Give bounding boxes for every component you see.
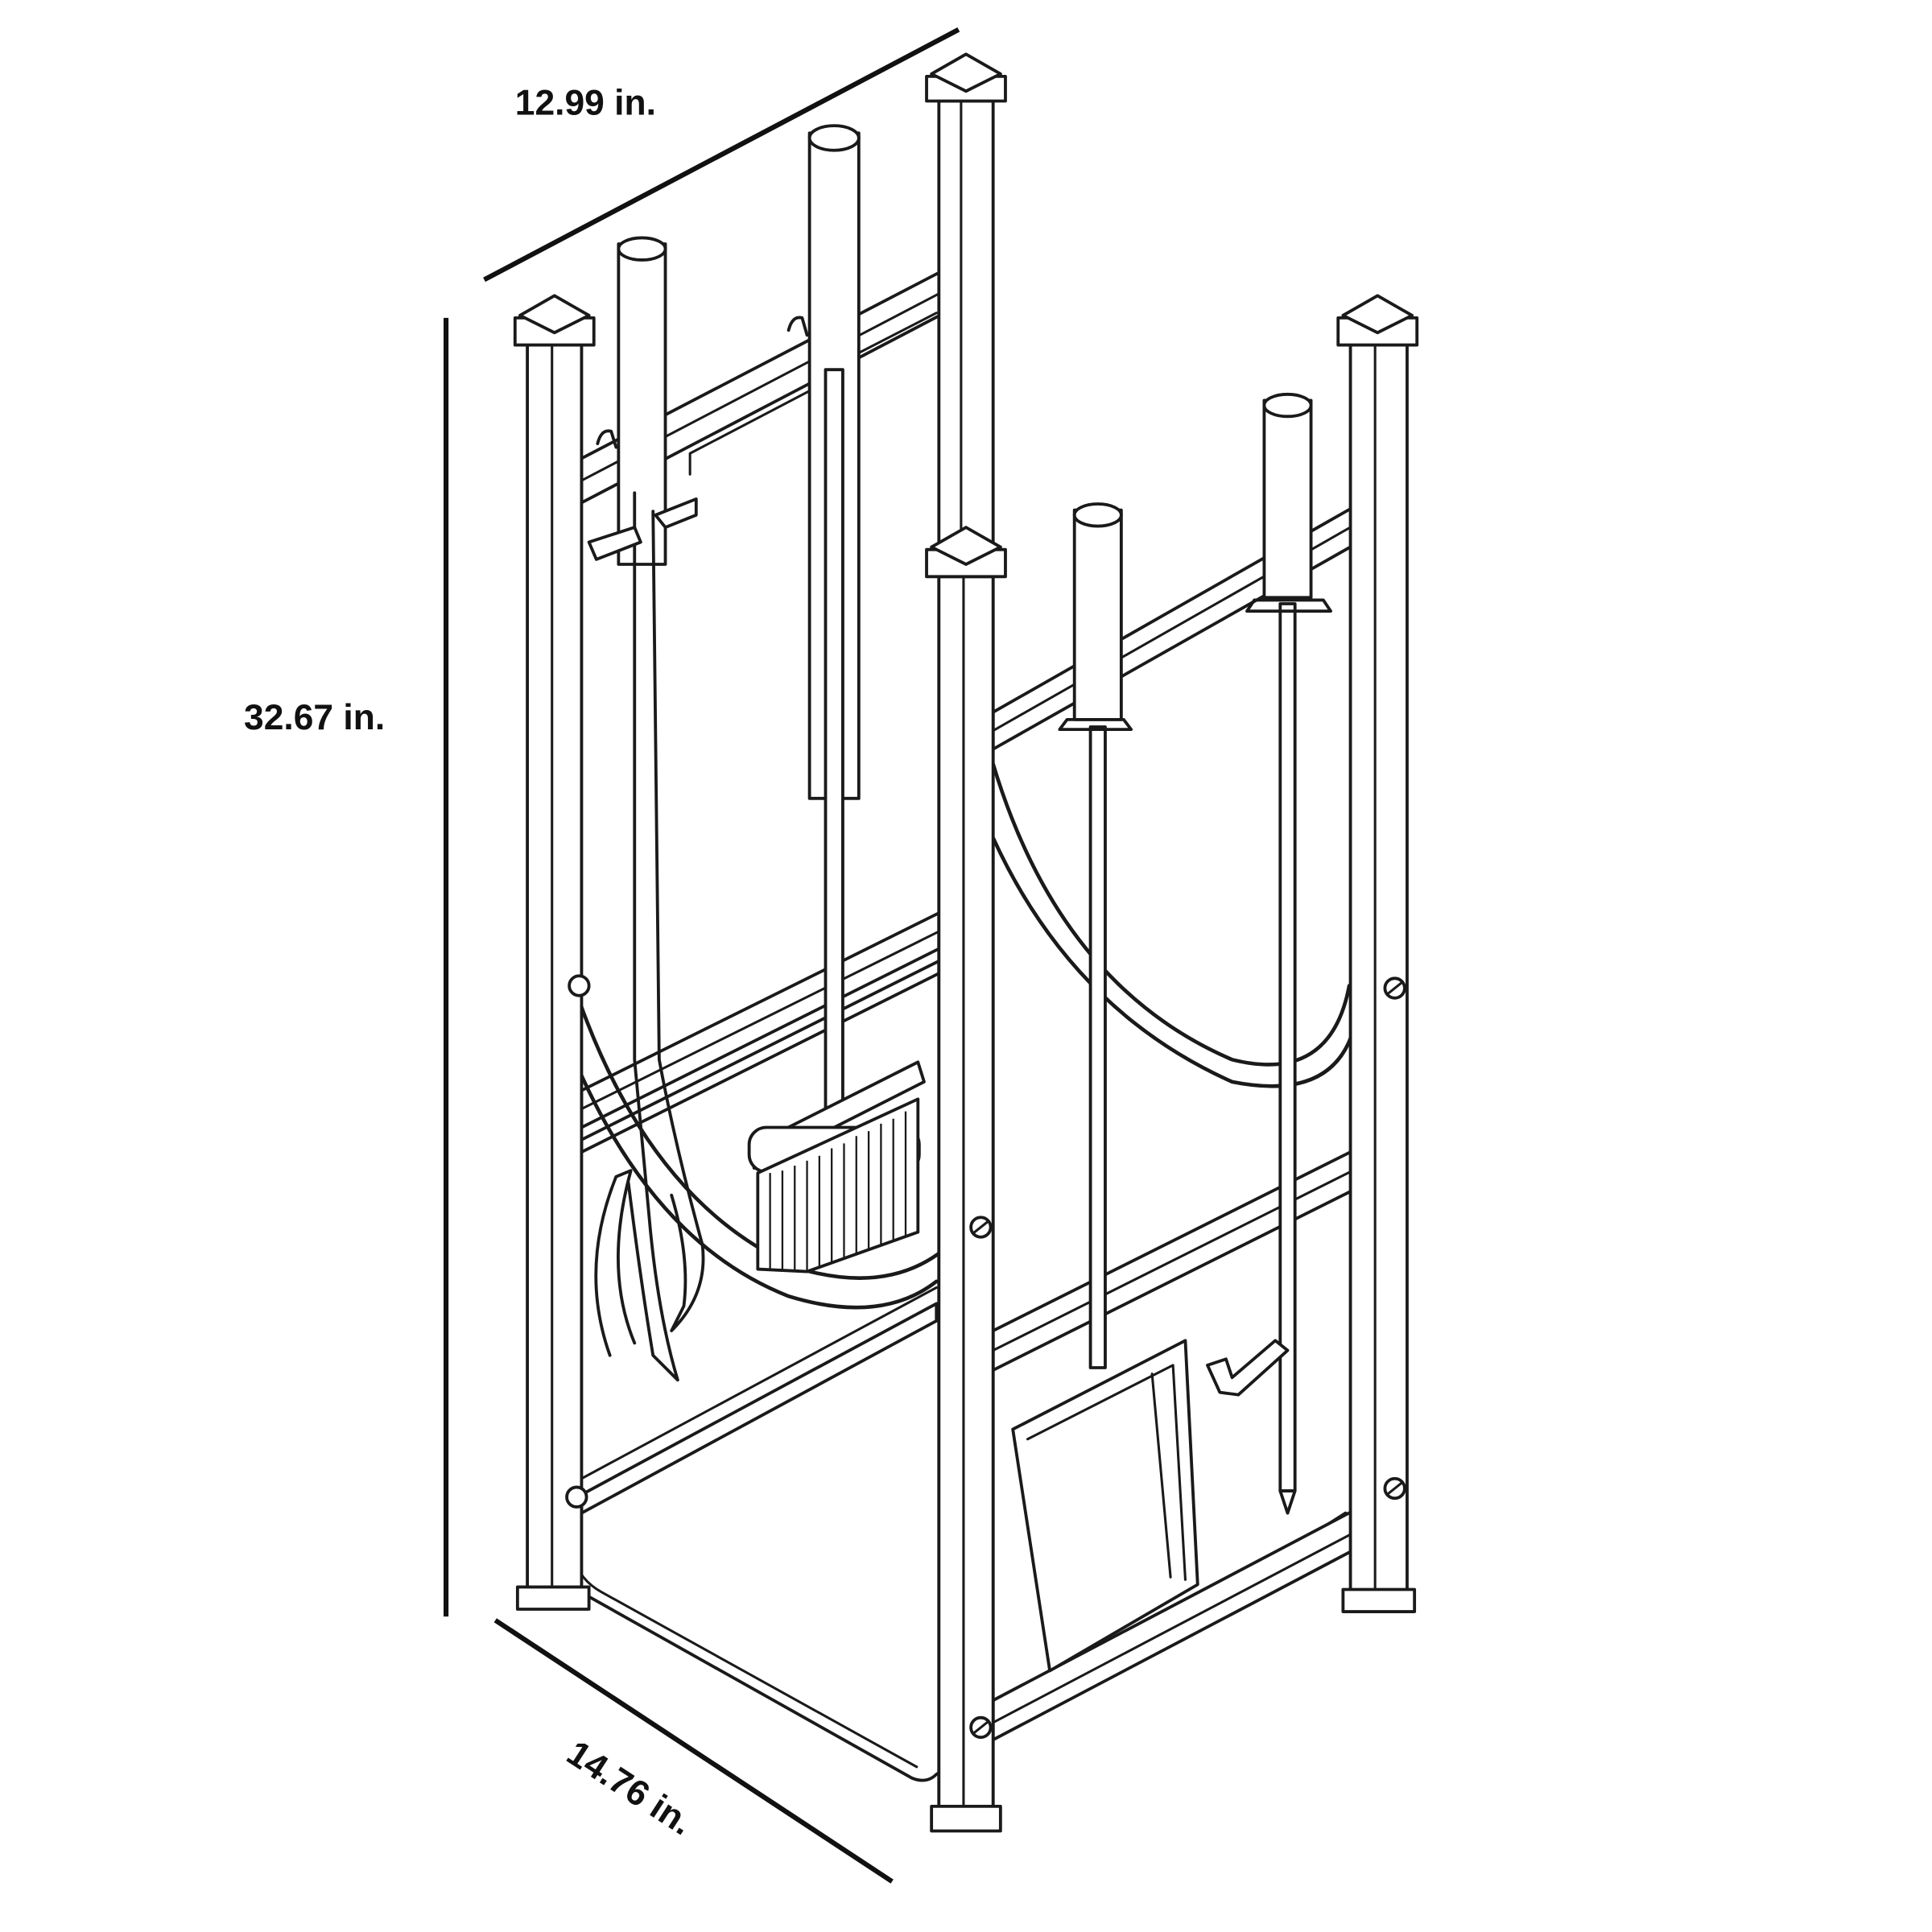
depth-dimension-label: 14.76 in.	[560, 1733, 700, 1843]
brush-tool-icon	[1245, 392, 1332, 1515]
front-left-post	[515, 343, 591, 1611]
width-dimension-line	[483, 27, 960, 283]
bolt-icon	[568, 974, 591, 997]
post-caps	[513, 52, 1419, 579]
cap-icon	[925, 526, 1007, 579]
rack-posts	[515, 99, 1417, 1833]
dimension-lines	[444, 27, 960, 1884]
hook-icon	[1206, 1339, 1290, 1397]
right-curved-holder	[991, 762, 1352, 1067]
cap-icon	[925, 52, 1007, 103]
bolt-icon	[565, 1485, 588, 1509]
bolt-icon	[969, 1715, 993, 1740]
broom-icon	[747, 124, 926, 1274]
cap-icon	[513, 294, 596, 347]
back-bottom-rail	[580, 1302, 939, 1515]
bolts	[565, 974, 1406, 1740]
back-right-post	[1341, 343, 1417, 1613]
front-center-post	[930, 575, 1002, 1833]
cap-icon	[1336, 294, 1419, 347]
shovel-icon	[1011, 1339, 1199, 1673]
height-dimension-label: 32.67 in.	[244, 698, 385, 737]
tongs-icon	[587, 236, 705, 1382]
poker-icon	[1058, 502, 1133, 1369]
width-dimension-label: 12.99 in.	[515, 83, 656, 122]
bolt-icon	[1383, 976, 1406, 1000]
bolt-icon	[1383, 1476, 1406, 1501]
hook-icon	[596, 316, 809, 449]
depth-dimension-line	[493, 1618, 894, 1884]
bolt-icon	[969, 1216, 993, 1239]
left-curved-holder	[559, 1023, 939, 1310]
